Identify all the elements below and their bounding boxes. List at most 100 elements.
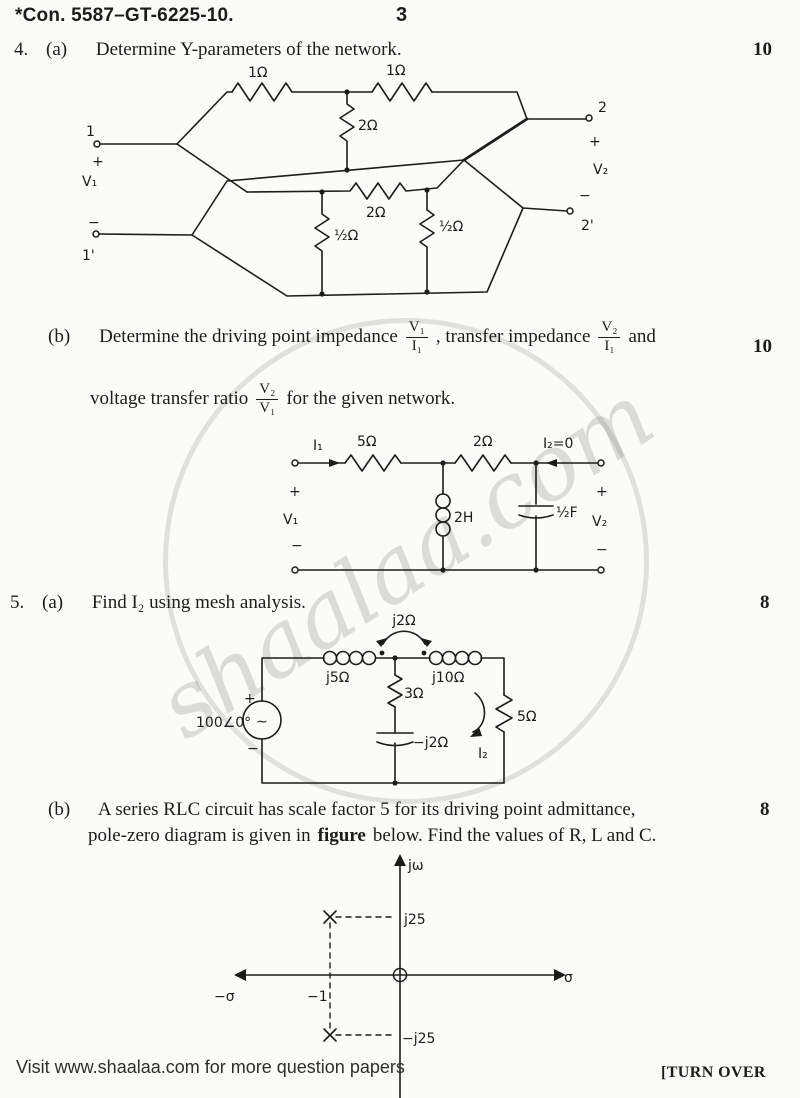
question-5a-line: 5. (a) Find I₂ using mesh analysis.	[10, 592, 306, 614]
resistor-3ohm-label: 3Ω	[404, 686, 424, 702]
question-5b-figure-word: figure	[317, 825, 366, 846]
inductor-2h-coil	[435, 507, 451, 523]
current-i1-arrow	[329, 459, 340, 467]
plus-left-label: +	[92, 154, 104, 170]
minus-one-label: −1	[307, 989, 328, 1005]
question-5a-marks: 8	[760, 592, 770, 613]
resistor-1ohm-right	[371, 82, 433, 102]
mutual-arrow-left	[376, 638, 387, 647]
question-4b-run3: and	[628, 326, 656, 348]
watermark-circle: shaalaa.com	[140, 318, 672, 804]
resistor-5ohm-label: 5Ω	[357, 434, 377, 450]
footer-turn-over: [TURN OVER	[661, 1064, 766, 1081]
minus-left-label: −	[291, 538, 303, 554]
question-4b-line2-run2: for the given network.	[286, 388, 456, 410]
resistor-1ohm-left-label: 1Ω	[248, 65, 268, 81]
question-5a-text: Find I₂ using mesh analysis.	[91, 592, 306, 613]
fraction-v2-v1: V₂ V₁	[256, 381, 279, 417]
question-4a-text: Determine Y-parameters of the network.	[95, 39, 402, 60]
wire-bottom	[261, 738, 505, 784]
terminal-2-label: 2	[598, 100, 607, 116]
inductor-j10-coil	[454, 650, 470, 666]
resistor-2ohm-label: 2Ω	[473, 434, 493, 450]
minus-right-label: −	[596, 542, 608, 558]
question-5-number: 5.	[10, 592, 25, 613]
question-4b-label: (b)	[48, 326, 71, 348]
resistor-2ohm-shunt	[339, 91, 355, 171]
resistor-half-left-label: ½Ω	[334, 228, 359, 244]
inductor-j5-coil	[348, 650, 364, 666]
page-number: 3	[396, 4, 408, 26]
resistor-5ohm-label: 5Ω	[517, 709, 537, 725]
terminal-2p-label: 2'	[581, 218, 594, 234]
coupling-dot-right	[421, 650, 427, 656]
v1-label: V₁	[82, 174, 97, 190]
fraction-den: I₁	[411, 337, 422, 354]
question-4b-marks: 10	[753, 336, 772, 357]
fraction-den: V₁	[259, 399, 276, 416]
wire	[463, 159, 524, 209]
wire	[480, 657, 505, 696]
inductor-2h-label: 2H	[454, 510, 473, 526]
circuit-4b-junctions	[440, 460, 539, 573]
mutual-j2-label: j2Ω	[391, 613, 416, 629]
circuit-4a-terminals	[92, 114, 593, 238]
inductor-j5-label: j5Ω	[325, 670, 350, 686]
circuit-4a-figure: 1 + V₁ − 1' 1Ω 1Ω 2Ω 2Ω ½Ω ½Ω 2 + V₂ − 2…	[82, 63, 608, 297]
question-4b-line2-run1: voltage transfer ratio	[90, 388, 249, 410]
pole-zero-diagram: jω σ −σ j25 −j25 −1	[214, 854, 573, 1098]
current-i2-arrow	[546, 459, 557, 467]
question-4b-line2: voltage transfer ratio V₂ V₁ for the giv…	[90, 381, 456, 417]
circuit-5a-figure: ∼ + − 100∠0° j5Ω j10Ω j2Ω 3Ω −j2Ω 5Ω I₂	[196, 613, 537, 786]
minus-left-label: −	[88, 215, 100, 231]
question-4a-marks: 10	[753, 39, 772, 60]
circuit-4b-wires	[297, 454, 599, 571]
v2-label: V₂	[593, 162, 608, 178]
capacitor-j2-label: −j2Ω	[413, 735, 449, 751]
wire	[176, 143, 248, 193]
fraction-v2-i1: V₂ I₁	[598, 319, 621, 355]
terminal-1p-label: 1'	[82, 248, 95, 264]
minus-right-label: −	[579, 188, 591, 204]
inductor-j5-coil	[361, 650, 377, 666]
source-value-label: 100∠0°	[196, 715, 251, 731]
question-4b-run1: Determine the driving point impedance	[99, 326, 398, 348]
inductor-j5-coil	[335, 650, 351, 666]
wire	[261, 657, 325, 702]
question-5b-line2-run2: below. Find the values of R, L and C.	[372, 825, 657, 846]
sigma-neg-label: −σ	[214, 989, 235, 1005]
circuit-4b-terminals	[291, 459, 605, 574]
source-minus-label: −	[247, 741, 259, 757]
circuit-5a-wires	[242, 630, 513, 784]
jw-axis-arrowhead	[394, 854, 406, 866]
fraction-num: V₂	[256, 381, 279, 400]
fraction-num: V₁	[405, 319, 428, 338]
current-i1-label: I₁	[313, 438, 323, 454]
footer-visit-text: Visit www.shaalaa.com for more question …	[16, 1057, 405, 1077]
resistor-3ohm	[387, 674, 403, 708]
mutual-coupling-arc	[382, 630, 426, 645]
resistor-1ohm-right-label: 1Ω	[386, 63, 406, 79]
resistor-half-right-label: ½Ω	[439, 219, 464, 235]
pole-markers	[323, 910, 337, 1042]
wire	[431, 91, 587, 120]
v2-label: V₂	[592, 514, 607, 530]
wire-cross-branch	[98, 159, 465, 236]
mesh-current-i2-label: I₂	[478, 746, 488, 762]
source-plus-label: +	[244, 691, 256, 707]
sigma-pos-label: σ	[564, 970, 573, 986]
inductor-j5-coil	[322, 650, 338, 666]
sigma-pos-arrowhead	[554, 969, 566, 981]
question-5b-line2: pole-zero diagram is given in figure bel…	[88, 825, 656, 847]
plus-right-label: +	[596, 484, 608, 500]
question-4a-label: (a)	[46, 39, 68, 60]
mutual-arrow-right	[421, 638, 432, 647]
question-5b-marks: 8	[760, 799, 770, 820]
mesh-arrowhead	[470, 727, 482, 737]
question-5b-line1: (b) A series RLC circuit has scale facto…	[48, 799, 636, 821]
lower-pole-label: −j25	[402, 1031, 435, 1047]
fraction-den: I₁	[604, 337, 615, 354]
inductor-j10-coil	[441, 650, 457, 666]
ac-source-sine: ∼	[256, 714, 268, 730]
